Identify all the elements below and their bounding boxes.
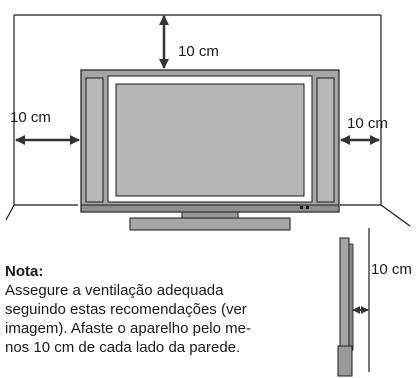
note-line: imagem). Afaste o aparelho pelo me-	[5, 320, 251, 337]
tv-right-speaker	[316, 77, 335, 203]
top-clearance-label: 10 cm	[178, 43, 219, 60]
tv-screen	[115, 83, 305, 197]
note-line: Assegure a ventilação adequada	[5, 282, 224, 299]
note-line: nos 10 cm de cada lado da parede.	[5, 339, 241, 356]
side-tv-stand	[337, 345, 353, 377]
note-line: seguindo estas recomendações (ver	[5, 301, 247, 318]
side-clearance-label: 10 cm	[371, 261, 412, 278]
tv-left-speaker	[85, 77, 104, 203]
note-title: Nota:	[5, 263, 44, 280]
tv-indicator-icon-2	[306, 206, 309, 209]
tv-stand-neck	[181, 211, 239, 219]
left-clearance-label: 10 cm	[10, 109, 51, 126]
tv-front-view	[80, 69, 340, 231]
side-tv-back	[348, 243, 354, 351]
ventilation-note: Nota: Assegure a ventilação adequada seg…	[5, 263, 305, 357]
wall-outline	[5, 14, 411, 227]
tv-side-view	[337, 228, 370, 377]
side-tv-body	[339, 237, 350, 355]
tv-stand-base	[129, 217, 291, 231]
right-clearance-label: 10 cm	[347, 115, 388, 132]
tv-indicator-icon	[300, 206, 303, 209]
